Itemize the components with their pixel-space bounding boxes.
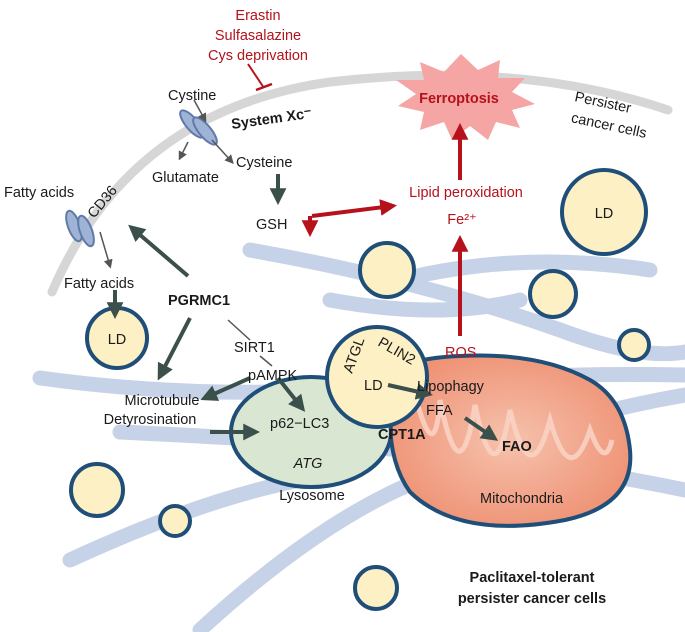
atg-label: ATG [293, 456, 323, 472]
ros-label: ROS [445, 345, 476, 361]
inhibition-bar [255, 82, 273, 92]
lipophagy-ld-label: LD [364, 378, 383, 394]
sirt1-label: SIRT1 [234, 340, 275, 356]
fatty-acids-outside: Fatty acids [4, 185, 74, 201]
pgrmc1-label: PGRMC1 [168, 293, 230, 309]
detyrosination-label: Detyrosination [104, 412, 197, 428]
cysteine-label: Cysteine [236, 155, 292, 171]
inhibitor-sulfasalazine: Sulfasalazine [215, 28, 301, 44]
mitochondrion [388, 353, 633, 528]
lipophagy-ld [325, 325, 429, 429]
cell-membrane [47, 70, 673, 297]
gsh-label: GSH [256, 217, 287, 233]
cd36-transporter [65, 209, 95, 248]
microtubule-label: Microtubule [125, 393, 200, 409]
arrow-ld-ffa [387, 383, 433, 400]
mitochondria-label: Mitochondria [480, 491, 564, 507]
ld-label-right: LD [595, 206, 614, 222]
lysosome-label: Lysosome [279, 488, 345, 504]
arrow-cystine-in [193, 99, 207, 123]
glutamate-label: Glutamate [152, 170, 219, 186]
arrow-gsh-lipid [311, 199, 398, 218]
fatty-acids-inside: Fatty acids [64, 276, 134, 292]
pampk-label: pAMPK [248, 368, 297, 384]
footer-line1: Paclitaxel-tolerant [470, 570, 595, 586]
inhibitor-erastin: Erastin [235, 8, 280, 24]
footer-line2: persister cancer cells [458, 591, 606, 607]
lipid-droplets [69, 168, 651, 611]
arrow-ffa-fao [463, 416, 499, 441]
lipid-peroxidation-label: Lipid peroxidation [409, 185, 523, 201]
p62-lc3-label: p62−LC3 [270, 416, 329, 432]
arrow-pampk-microtubule [200, 376, 251, 401]
cpt1a-label: CPT1A [378, 427, 426, 443]
arrow-xc-cysteine [211, 139, 234, 164]
fao-label: FAO [502, 439, 532, 455]
arrow-pgrmc1-cd36 [128, 224, 190, 278]
inhibitor-cys-deprivation: Cys deprivation [208, 48, 308, 64]
line-sirt1-pampk [259, 355, 273, 367]
inhibition-line [247, 63, 265, 89]
ferroptosis-label: Ferroptosis [419, 91, 499, 107]
system-xc-label: System Xc⁻ [230, 106, 313, 133]
arrow-pampk-lc3 [276, 376, 306, 412]
arrow-pgrmc1-microtubule [157, 317, 192, 381]
line-pgrmc1-sirt1 [227, 319, 251, 341]
ferroptosis-burst [396, 54, 535, 140]
lipophagy-label: Lipophagy [417, 379, 485, 395]
cystine-label: Cystine [168, 88, 216, 104]
cd36-label: CD36 [85, 183, 121, 222]
fe-label: Fe²⁺ [447, 212, 476, 228]
ld-label-left: LD [108, 332, 127, 348]
persister-label-line2: cancer cells [570, 110, 648, 142]
arrow-cd36-fatty-acids [99, 231, 113, 269]
arrow-glutamate-out [178, 141, 189, 161]
ffa-label: FFA [426, 403, 453, 419]
